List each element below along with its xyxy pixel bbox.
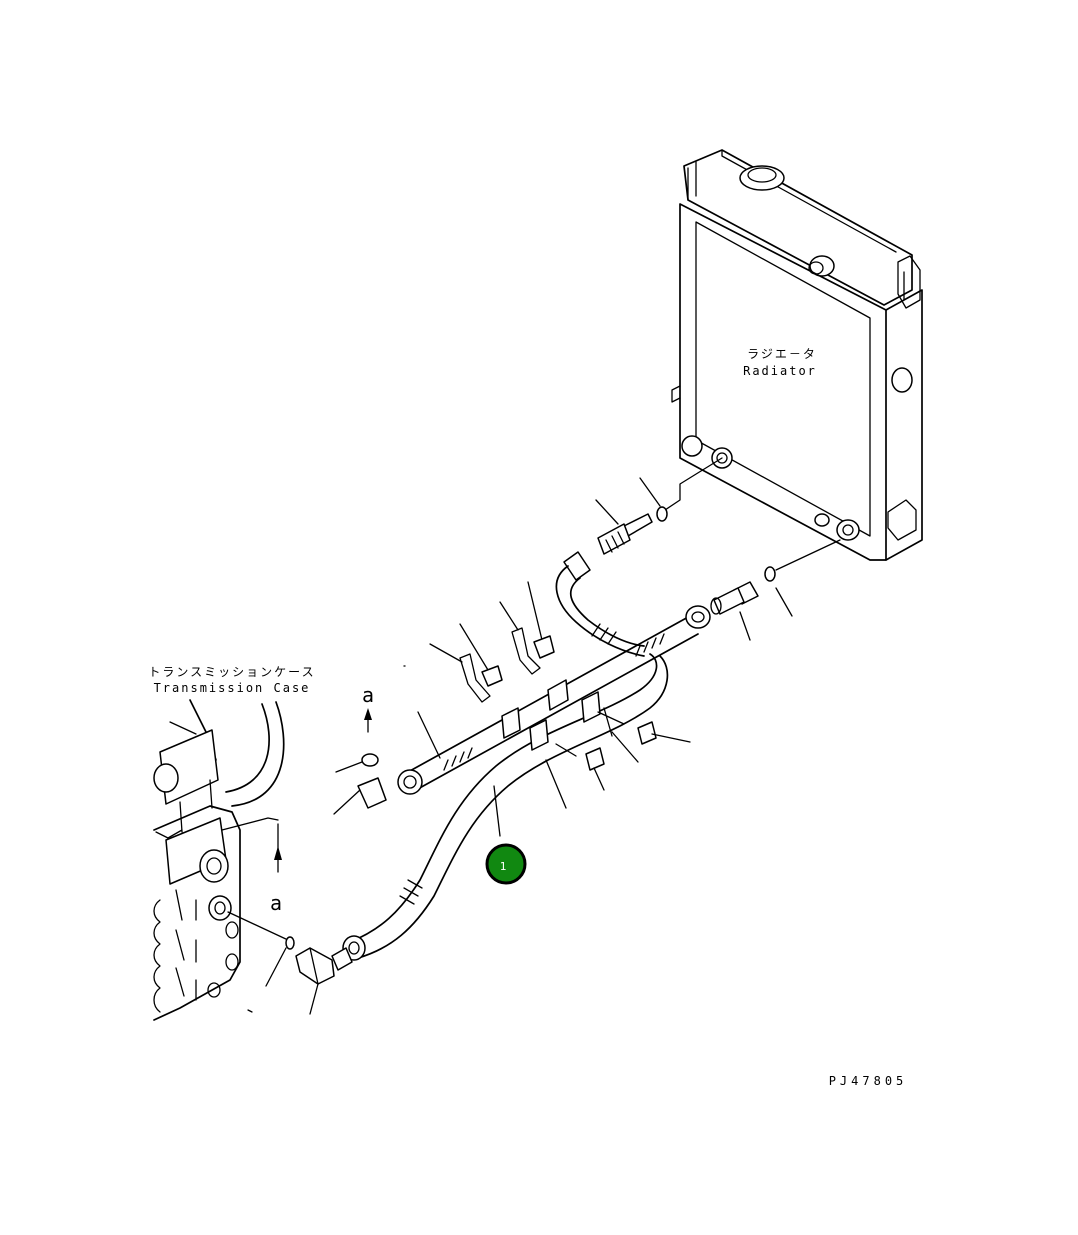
arrow-up-icon [364, 708, 372, 720]
transmission-fittings [227, 911, 353, 1015]
radiator-label-en: Radiator [743, 364, 817, 378]
callout-1: 1 [485, 843, 527, 885]
transmission-port [208, 895, 232, 921]
bolt-icon [481, 665, 503, 687]
bolt-icon [585, 747, 605, 771]
drawing-number: PJ47805 [829, 1074, 908, 1088]
o-ring-view-a [361, 753, 379, 767]
transmission-case: トランスミッションケース Transmission Case a [148, 665, 315, 1021]
callout-number: 1 [500, 860, 507, 873]
view-marker-bottom: a [270, 891, 282, 915]
radiator-cap-icon [739, 165, 785, 191]
hose-end-left [397, 769, 423, 795]
elbow-fitting-view-a [357, 777, 387, 809]
view-a-detail: a [333, 683, 387, 815]
hose-assembly [342, 565, 711, 961]
arrow-up-icon [274, 846, 282, 860]
clamps [417, 581, 601, 837]
transmission-label-jp: トランスミッションケース [148, 665, 315, 679]
clamp-1 [501, 707, 521, 739]
clamp-2 [547, 679, 569, 711]
transmission-label-en: Transmission Case [154, 681, 311, 695]
radiator-fittings [563, 457, 841, 641]
bolt-icon [637, 721, 657, 745]
bolts [481, 635, 691, 791]
hose-end-right [685, 605, 711, 629]
o-ring-lower [764, 566, 776, 582]
o-ring-transmission [285, 936, 295, 950]
bolt-icon [533, 635, 555, 659]
radiator-label-jp: ラジエ－タ [747, 347, 817, 361]
radiator: ラジエ－タ Radiator [671, 149, 923, 561]
clamp-3 [529, 719, 549, 751]
clamp-4 [581, 691, 601, 723]
elbow-fitting-transmission [295, 947, 335, 985]
o-ring-upper [656, 506, 668, 522]
view-marker-top: a [362, 683, 374, 707]
